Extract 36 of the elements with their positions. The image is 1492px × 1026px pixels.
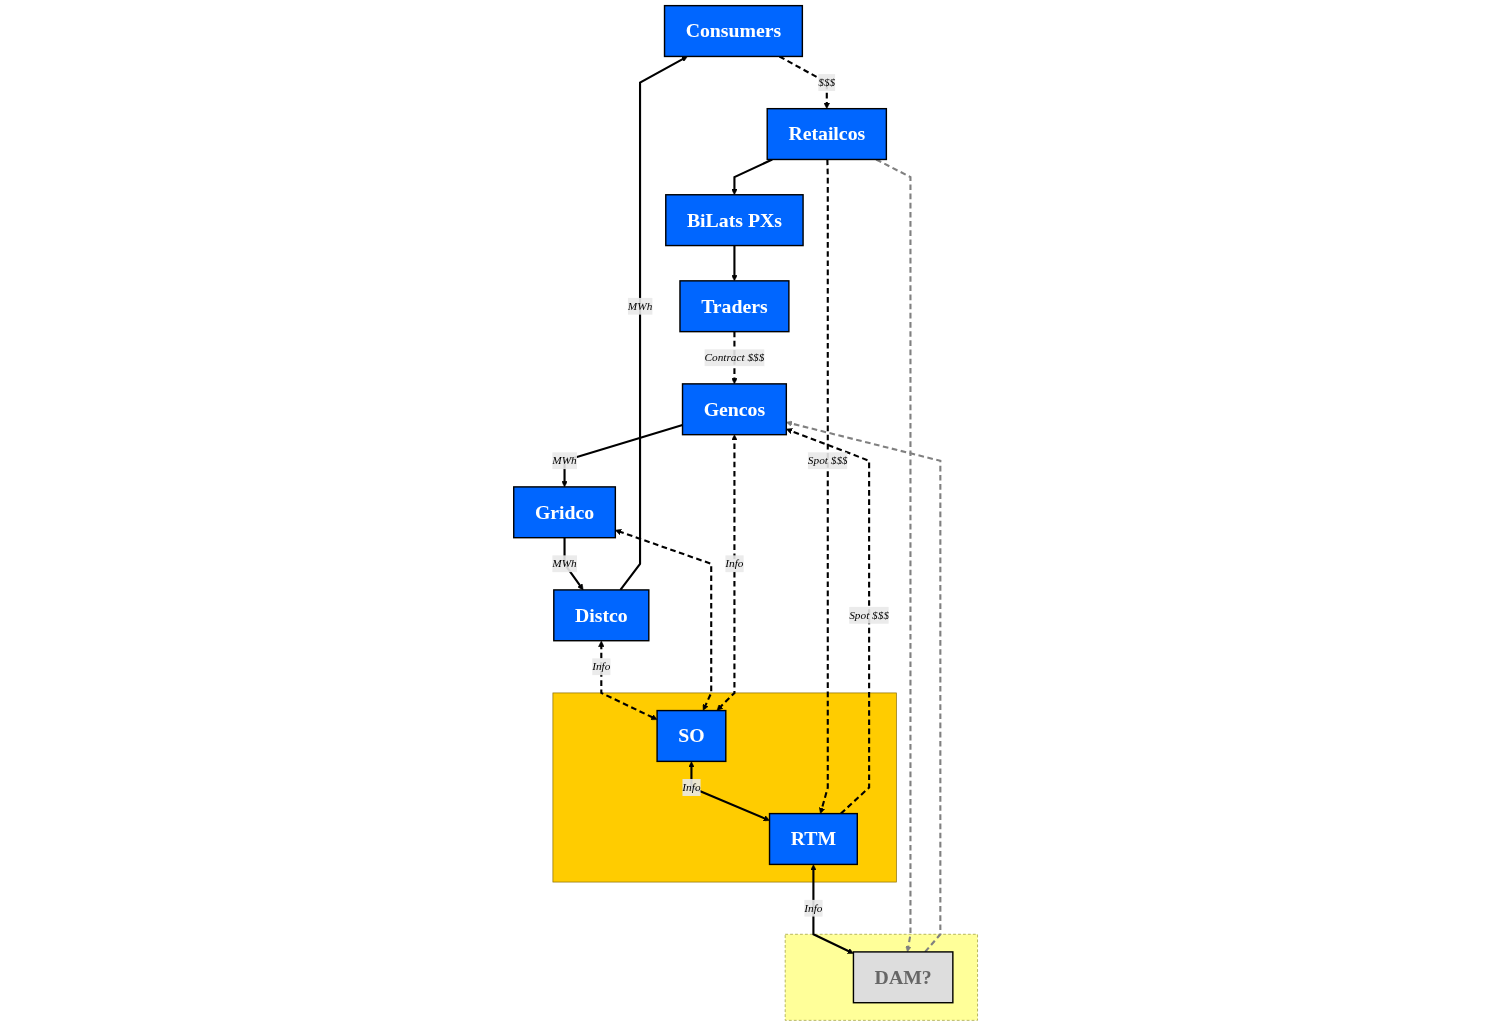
node-box: RTM xyxy=(769,812,859,866)
edge-label: Info xyxy=(592,660,611,673)
arrow xyxy=(731,158,774,196)
node-box: Consumers xyxy=(664,4,804,58)
node-box: Retailcos xyxy=(766,107,888,161)
node-box: BiLats PXs xyxy=(665,194,805,247)
node-box: Gridco xyxy=(513,486,617,539)
edge-label: Info xyxy=(682,781,701,794)
arrow xyxy=(876,158,912,953)
node-box: SO xyxy=(656,709,727,763)
arrow xyxy=(731,331,738,385)
arrow xyxy=(786,420,942,953)
edge-label: Contract $$$ xyxy=(704,351,765,364)
node-box: Traders xyxy=(679,280,790,333)
edge-label: Spot $$$ xyxy=(849,608,890,621)
cluster xyxy=(552,692,898,883)
arrow xyxy=(731,245,738,282)
arrow xyxy=(810,864,855,954)
node-box: Distco xyxy=(553,589,650,642)
arrow xyxy=(786,428,871,815)
node-box: Gencos xyxy=(682,383,788,436)
edge-label: $$$ xyxy=(818,76,836,89)
arrow xyxy=(717,434,738,711)
arrow xyxy=(619,56,688,591)
arrow xyxy=(779,55,831,109)
node-box: DAM? xyxy=(853,951,954,1004)
arrow xyxy=(615,529,713,711)
edge-label: MWh xyxy=(552,557,578,570)
edge-label: Spot $$$ xyxy=(808,454,849,467)
edge-label: Info xyxy=(725,557,744,570)
edge-label: Info xyxy=(804,901,823,914)
edge-label: MWh xyxy=(552,454,578,467)
cluster xyxy=(785,933,979,1021)
edge-label: MWh xyxy=(628,299,653,312)
arrow xyxy=(819,159,830,814)
arrow xyxy=(598,640,658,720)
